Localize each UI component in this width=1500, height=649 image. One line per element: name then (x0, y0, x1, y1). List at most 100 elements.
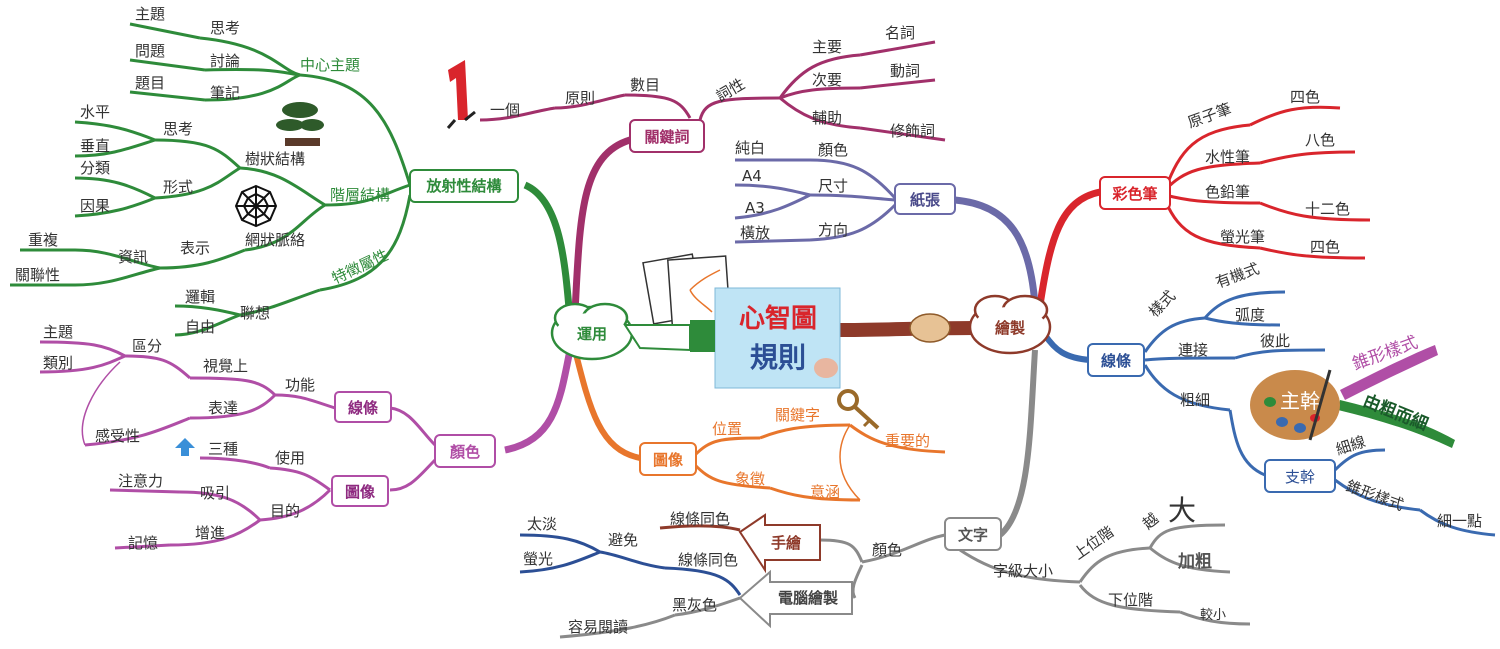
label-main: 主要 (812, 38, 842, 56)
up-arrow-icon (175, 438, 195, 456)
label-question: 問題 (135, 42, 165, 60)
trunk-apply-image (572, 349, 641, 461)
trunk-draw-text (997, 349, 1038, 538)
trunk-apply-radial (523, 181, 574, 321)
node-radial-structure[interactable]: 放射性結構 (409, 169, 519, 203)
trunk-draw-pens (1036, 188, 1101, 306)
label-fluorescent: 螢光 (523, 550, 553, 568)
label-attention: 注意力 (118, 472, 163, 490)
label-meaning: 意涵 (810, 483, 840, 501)
node-keyword[interactable]: 關鍵詞 (629, 119, 705, 153)
node-image-branch[interactable]: 圖像 (639, 442, 697, 476)
svg-text:圖像: 圖像 (653, 451, 684, 469)
label-verb: 動詞 (890, 62, 920, 80)
center-line2: 規則 (750, 341, 806, 374)
label-express: 表示 (180, 239, 210, 257)
label-memory: 記憶 (128, 534, 158, 552)
label-three: 三種 (208, 440, 238, 458)
svg-text:支幹: 支幹 (1285, 468, 1315, 486)
label-direction: 方向 (818, 221, 848, 239)
trunk-draw-paper (954, 196, 1039, 306)
node-hand-drawn[interactable]: 手繪 (738, 513, 821, 574)
node-paper[interactable]: 紙張 (894, 183, 956, 215)
label-keyword-char: 關鍵字 (775, 406, 820, 424)
label-notes: 筆記 (210, 84, 240, 102)
label-thinner: 細一點 (1437, 512, 1482, 530)
label-modifier: 修飾詞 (890, 122, 935, 140)
label-center-topic: 中心主題 (300, 56, 360, 74)
label-watercolor: 水性筆 (1205, 148, 1250, 166)
label-each-other: 彼此 (1260, 332, 1290, 350)
label-arc: 弧度 (1235, 306, 1265, 324)
label-too-light: 太淡 (527, 515, 557, 533)
label-color-express: 表達 (208, 399, 238, 417)
label-thin-line: 細線 (1334, 432, 1368, 458)
label-position: 位置 (712, 420, 742, 438)
label-feeling: 感受性 (95, 427, 140, 445)
label-size: 尺寸 (818, 177, 848, 195)
node-pens[interactable]: 彩色筆 (1099, 176, 1171, 210)
node-color[interactable]: 顏色 (434, 434, 496, 468)
apply-label: 運用 (577, 325, 607, 343)
label-category: 類別 (43, 354, 73, 372)
branches-paper (734, 158, 897, 244)
main-trunk-cone-green (1338, 400, 1455, 448)
svg-text:放射性結構: 放射性結構 (425, 177, 501, 195)
label-bold: 加粗 (1177, 551, 1212, 572)
label-white: 純白 (735, 139, 765, 157)
label-important: 重要的 (885, 432, 930, 450)
label-avoid: 避免 (608, 531, 638, 549)
label-easy-read: 容易閱讀 (568, 618, 628, 636)
branches-image (693, 423, 946, 502)
label-big: 大 (1168, 494, 1196, 527)
spider-web-icon (234, 184, 278, 228)
node-computer-drawn[interactable]: 電腦繪製 (738, 569, 853, 629)
svg-text:文字: 文字 (958, 526, 988, 544)
node-apply[interactable]: 運用 (550, 302, 634, 361)
label-organic: 有機式 (1213, 259, 1261, 291)
label-hierarchy: 階層結構 (330, 186, 390, 204)
center-line1: 心智圖 (739, 304, 817, 334)
label-principle: 原則 (565, 89, 595, 107)
label-visual: 視覺上 (203, 357, 248, 375)
label-smaller: 較小 (1200, 608, 1226, 623)
label-symbol: 象徵 (735, 470, 765, 488)
label-distinguish: 區分 (132, 337, 162, 355)
palette-icon: 主幹 (1250, 369, 1340, 441)
label-logic: 邏輯 (185, 288, 215, 306)
label-twelve-color: 十二色 (1305, 200, 1350, 218)
label-secondary: 次要 (812, 71, 842, 89)
branches-color (39, 340, 437, 550)
trunk-apply-color (504, 349, 574, 454)
label-form: 形式 (163, 178, 193, 196)
trunk-draw-lines (1042, 333, 1091, 363)
label-hand-same-color: 線條同色 (670, 510, 730, 528)
label-tree: 樹狀結構 (245, 150, 305, 168)
label-attract: 吸引 (200, 484, 230, 502)
label-paper-color: 顏色 (818, 141, 848, 159)
label-purpose: 目的 (270, 502, 300, 520)
main-trunk-cone-purple (1340, 345, 1438, 400)
node-draw[interactable]: 繪製 (968, 294, 1052, 355)
label-cause: 因果 (80, 197, 110, 215)
branches-text (819, 523, 1251, 626)
svg-text:紙張: 紙張 (910, 191, 941, 209)
trunk-center-draw (839, 321, 976, 337)
label-text-color: 顏色 (872, 541, 902, 559)
node-color-image[interactable]: 圖像 (331, 475, 389, 507)
label-info: 資訊 (118, 248, 148, 266)
label-noun: 名詞 (885, 24, 915, 42)
node-lines[interactable]: 線條 (1087, 343, 1145, 377)
svg-text:電腦繪製: 電腦繪製 (778, 589, 838, 607)
node-branch[interactable]: 支幹 (1264, 459, 1336, 493)
label-tree-think: 思考 (163, 120, 193, 138)
label-font-size: 字級大小 (993, 562, 1053, 580)
label-classify: 分類 (80, 159, 110, 177)
label-aux: 輔助 (812, 109, 842, 127)
trunk-apply-keyword (571, 136, 632, 313)
label-four-color-1: 四色 (1290, 88, 1320, 106)
node-color-line[interactable]: 線條 (334, 391, 392, 423)
node-text[interactable]: 文字 (944, 517, 1002, 551)
